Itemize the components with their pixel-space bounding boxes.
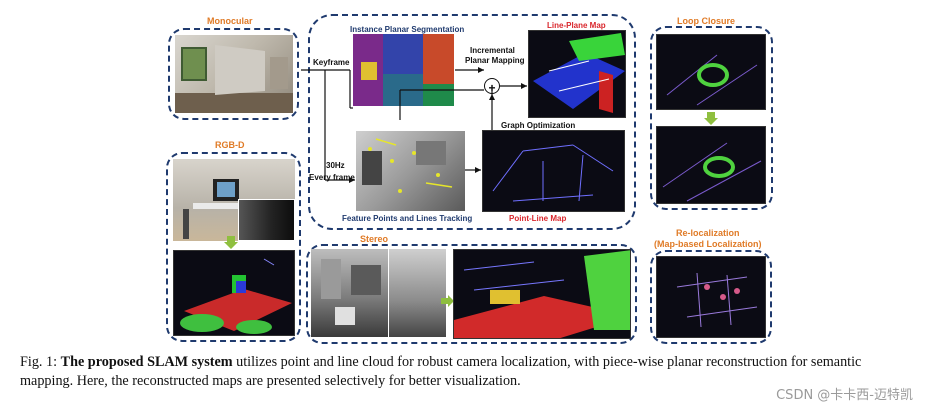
right-arrow-icon bbox=[441, 295, 455, 307]
desk-photo bbox=[183, 179, 273, 239]
loop-closure-title: Loop Closure bbox=[677, 16, 735, 26]
point-line-map-label: Point-Line Map bbox=[509, 214, 567, 223]
line-plane-map-image bbox=[528, 30, 626, 118]
stereo-right-image bbox=[388, 249, 446, 337]
loop-closure-bottom-image bbox=[656, 126, 766, 204]
rgbd-map bbox=[173, 250, 295, 336]
monocular-image bbox=[175, 35, 293, 113]
loop-down-arrow-icon bbox=[704, 112, 718, 126]
point-line-map-render bbox=[492, 144, 614, 202]
rgbd-panel bbox=[166, 152, 301, 342]
keyframe-label: Keyframe bbox=[313, 58, 350, 67]
every-frame-label: Every frame bbox=[309, 173, 355, 182]
rgbd-map-render bbox=[180, 258, 292, 334]
instance-segmentation-label: Instance Planar Segmentation bbox=[350, 25, 465, 34]
loop-closure-panel bbox=[650, 26, 773, 210]
tracking-render bbox=[362, 138, 453, 193]
stereo-left-image bbox=[311, 249, 391, 337]
monocular-title: Monocular bbox=[207, 16, 253, 26]
room-photo bbox=[175, 45, 293, 113]
point-line-map-image bbox=[482, 130, 625, 212]
rgbd-title: RGB-D bbox=[215, 140, 245, 150]
stereo-left-render bbox=[321, 259, 381, 325]
rate-label: 30Hz bbox=[326, 161, 345, 170]
graph-optimization-label: Graph Optimization bbox=[501, 121, 576, 130]
incremental-label-1: Incremental bbox=[470, 46, 515, 55]
line-plane-map-label: Line-Plane Map bbox=[547, 21, 606, 30]
stereo-panel bbox=[306, 244, 637, 344]
rgbd-depth-image bbox=[238, 199, 295, 241]
relocalization-title-2: (Map-based Localization) bbox=[654, 239, 762, 249]
relocalization-render bbox=[676, 272, 758, 328]
relocalization-panel bbox=[650, 250, 772, 344]
incremental-label-2: Planar Mapping bbox=[465, 56, 525, 65]
loop-top-render bbox=[666, 54, 758, 106]
line-plane-map-render bbox=[533, 33, 625, 113]
pipeline-arrows bbox=[301, 67, 527, 183]
stereo-title: Stereo bbox=[360, 234, 389, 244]
monocular-panel bbox=[168, 28, 299, 120]
down-arrow-icon bbox=[224, 236, 238, 250]
caption-text: utilizes point and line cloud for robust… bbox=[20, 354, 862, 389]
relocalization-image bbox=[656, 256, 766, 338]
relocalization-title-1: Re-localization bbox=[676, 228, 740, 238]
watermark: CSDN @卡卡西-迈特凯 bbox=[776, 388, 913, 403]
caption-fig-label: Fig. 1: bbox=[20, 354, 61, 370]
caption-bold: The proposed SLAM system bbox=[60, 354, 233, 370]
tracking-image bbox=[356, 131, 465, 211]
feature-tracking-label: Feature Points and Lines Tracking bbox=[342, 214, 473, 223]
figure-caption: Fig. 1: The proposed SLAM system utilize… bbox=[20, 353, 910, 391]
loop-bottom-render bbox=[662, 142, 762, 202]
loop-closure-top-image bbox=[656, 34, 766, 110]
stereo-map-image bbox=[453, 249, 631, 339]
stereo-map-render bbox=[454, 250, 630, 338]
pipeline-panel bbox=[308, 14, 636, 230]
